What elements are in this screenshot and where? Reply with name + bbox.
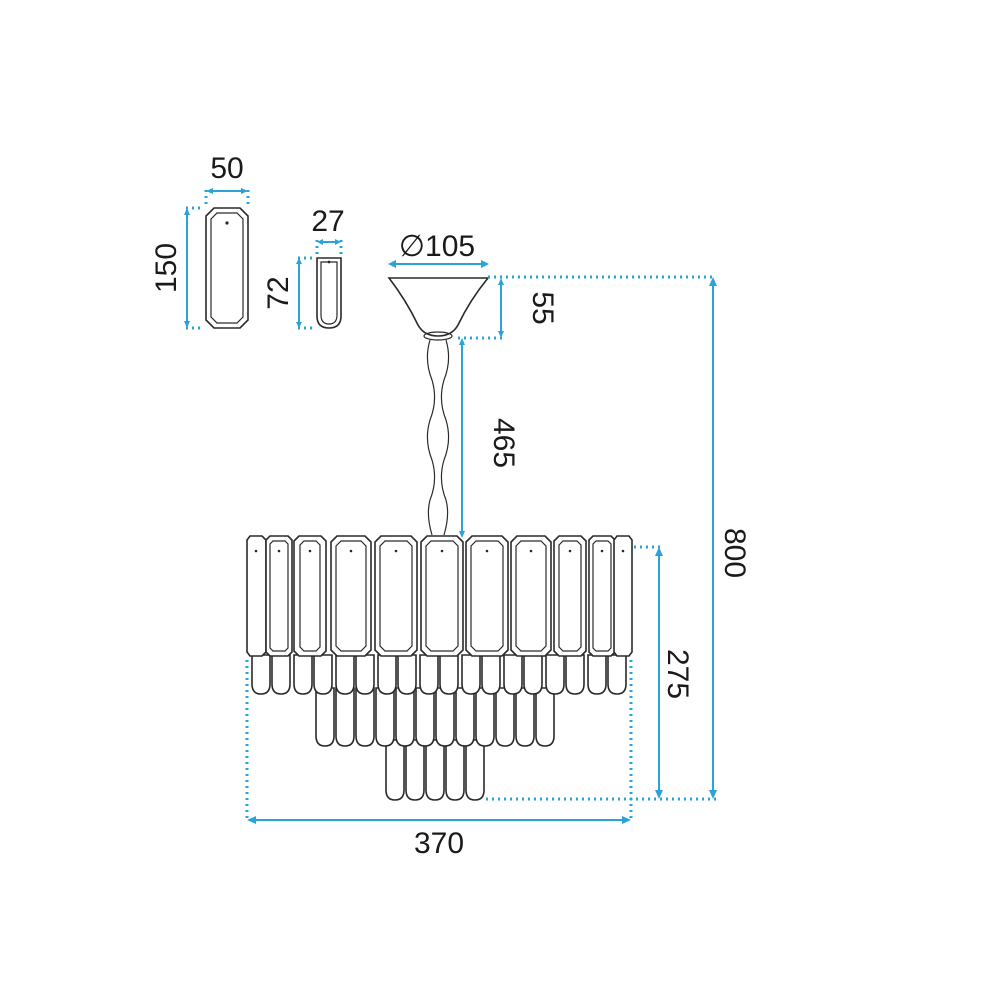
crystal-drops-tier-1 bbox=[251, 654, 627, 695]
large-crystal-outline bbox=[205, 207, 249, 329]
small-crystal-outline bbox=[316, 257, 342, 329]
body-width-dimension: 370 bbox=[245, 660, 633, 860]
body-height-dimension: 275 bbox=[634, 545, 694, 799]
overall-height-dimension: 800 bbox=[486, 275, 751, 801]
large-crystal-height-label: 150 bbox=[150, 243, 183, 293]
large-crystal-width-label: 50 bbox=[210, 152, 243, 185]
chandelier-body bbox=[246, 535, 633, 801]
crystal-drops-tier-2 bbox=[315, 687, 555, 747]
suspension-chain: 465 bbox=[426, 338, 520, 538]
body-width-label: 370 bbox=[414, 827, 464, 860]
small-crystal-width-label: 27 bbox=[311, 205, 344, 238]
canopy: ∅105 55 bbox=[387, 230, 559, 341]
crystal-drops-tier-3 bbox=[385, 739, 485, 801]
body-height-label: 275 bbox=[661, 649, 694, 699]
crystal-panel-ring bbox=[246, 535, 633, 657]
chain-length-label: 465 bbox=[487, 418, 520, 468]
large-crystal-detail: 50 150 bbox=[150, 152, 250, 330]
canopy-height-label: 55 bbox=[526, 291, 559, 324]
canopy-outline bbox=[387, 277, 490, 337]
small-crystal-detail: 27 72 bbox=[262, 205, 345, 330]
small-crystal-height-label: 72 bbox=[262, 276, 295, 309]
canopy-diameter-label: ∅105 bbox=[399, 230, 475, 263]
total-height-label: 800 bbox=[718, 528, 751, 578]
